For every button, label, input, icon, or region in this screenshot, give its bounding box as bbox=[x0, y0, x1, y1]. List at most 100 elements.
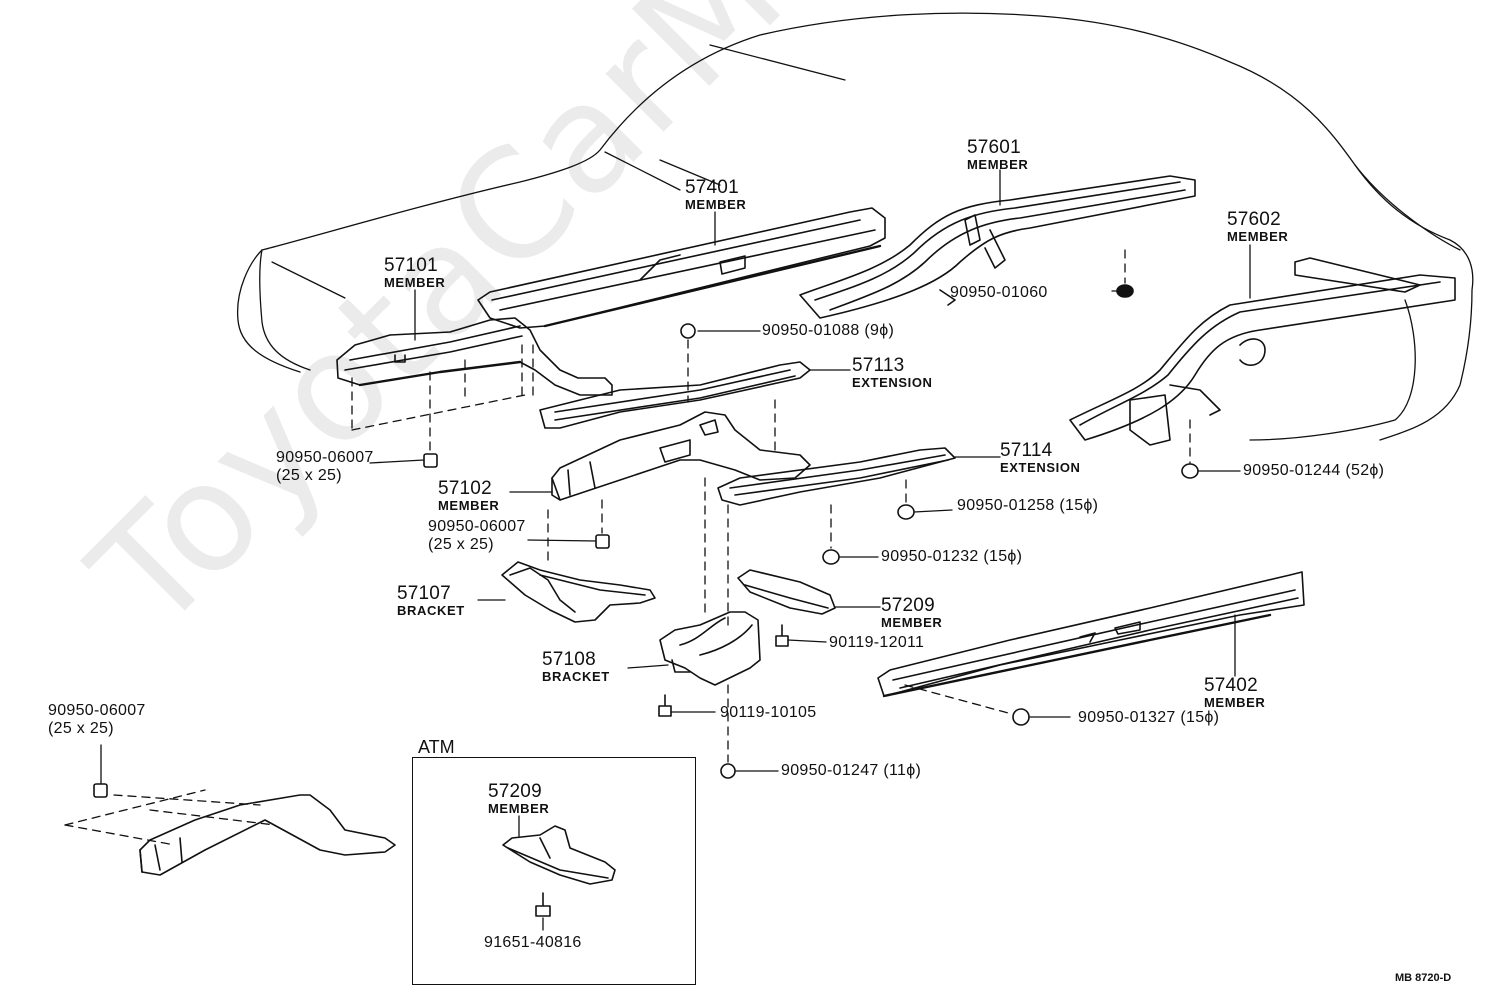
fastener-label-90950-01088: 90950-01088 (9ϕ) bbox=[762, 323, 894, 339]
fastener-part-number: 90119-10105 bbox=[720, 704, 817, 721]
part-label-57401: 57401 MEMBER bbox=[685, 178, 746, 211]
part-name: EXTENSION bbox=[852, 375, 933, 390]
fastener-label-90950-06007-c: 90950-06007 (25 x 25) bbox=[48, 702, 146, 737]
fastener-label-90950-01327: 90950-01327 (15ϕ) bbox=[1078, 710, 1219, 726]
fastener-size: (15ϕ) bbox=[1059, 497, 1099, 514]
atm-inset-title: ATM bbox=[418, 737, 455, 757]
part-label-57209: 57209 MEMBER bbox=[881, 596, 942, 629]
part-57401-drawing bbox=[477, 207, 886, 329]
part-name: MEMBER bbox=[881, 615, 943, 630]
fastener-part-number: 90950-01327 bbox=[1078, 709, 1176, 726]
part-57107-drawing bbox=[501, 561, 656, 623]
fastener-label-90950-06007-a: 90950-06007 (25 x 25) bbox=[276, 449, 374, 484]
part-57402-drawing bbox=[877, 571, 1305, 698]
part-number: 57101 bbox=[384, 255, 438, 276]
fastener-part-number: 90950-01258 bbox=[957, 497, 1055, 514]
fastener-part-number: 90950-06007 bbox=[48, 702, 146, 719]
part-name: MEMBER bbox=[1204, 695, 1266, 710]
grommet-icons bbox=[93, 284, 1199, 917]
fastener-label-90950-01258: 90950-01258 (15ϕ) bbox=[957, 498, 1098, 514]
part-lower-left-member-drawing bbox=[139, 794, 396, 876]
part-name: MEMBER bbox=[967, 157, 1029, 172]
fastener-size: (11ϕ) bbox=[883, 762, 922, 779]
part-name: MEMBER bbox=[685, 197, 747, 212]
grommet-icon bbox=[680, 323, 696, 339]
part-number: 57402 bbox=[1204, 675, 1258, 696]
bolt-icon bbox=[535, 892, 551, 917]
guide-lines-57101 bbox=[351, 344, 534, 456]
part-number: 57114 bbox=[1000, 440, 1053, 461]
part-name: MEMBER bbox=[1227, 229, 1289, 244]
part-label-57113: 57113 EXTENSION bbox=[852, 356, 933, 389]
fastener-part-number: 90950-01247 bbox=[781, 762, 879, 779]
plug-icon bbox=[897, 504, 915, 520]
part-57101-drawing bbox=[336, 317, 613, 396]
square-plug-icon bbox=[595, 534, 610, 549]
plug-icon bbox=[822, 549, 840, 565]
fastener-part-number: 90119-12011 bbox=[829, 634, 925, 651]
fastener-size: (25 x 25) bbox=[276, 466, 342, 484]
part-number: 57107 bbox=[397, 583, 451, 604]
fastener-part-number: 90950-01244 bbox=[1243, 462, 1341, 479]
fastener-size: (52ϕ) bbox=[1345, 462, 1385, 479]
fastener-label-90950-06007-b: 90950-06007 (25 x 25) bbox=[428, 518, 526, 553]
part-label-57114: 57114 EXTENSION bbox=[1000, 441, 1081, 474]
fastener-size: (25 x 25) bbox=[48, 719, 114, 737]
car-body-outline bbox=[236, 12, 1474, 441]
fastener-size: (25 x 25) bbox=[428, 535, 494, 553]
plug-icon bbox=[1116, 284, 1134, 298]
part-number: 57102 bbox=[438, 478, 492, 499]
part-number: 57601 bbox=[967, 137, 1021, 158]
part-number: 57108 bbox=[542, 649, 596, 670]
part-name: BRACKET bbox=[397, 603, 465, 618]
part-number: 57209 bbox=[488, 781, 542, 802]
part-label-57107: 57107 BRACKET bbox=[397, 584, 465, 617]
fastener-part-number: 90950-06007 bbox=[428, 518, 526, 535]
part-name: EXTENSION bbox=[1000, 460, 1081, 475]
fastener-size: (15ϕ) bbox=[1180, 709, 1220, 726]
fastener-part-number: 90950-06007 bbox=[276, 449, 374, 466]
fastener-label-90950-01247: 90950-01247 (11ϕ) bbox=[781, 763, 921, 779]
fastener-label-90950-01060: 90950-01060 bbox=[950, 285, 1048, 301]
square-plug-icon bbox=[93, 783, 108, 798]
part-57602-drawing bbox=[1069, 257, 1456, 446]
fastener-size: (9ϕ) bbox=[864, 322, 895, 339]
part-name: BRACKET bbox=[542, 669, 610, 684]
part-number: 57113 bbox=[852, 355, 905, 376]
fastener-label-90950-01232: 90950-01232 (15ϕ) bbox=[881, 549, 1022, 565]
part-label-57601: 57601 MEMBER bbox=[967, 138, 1028, 171]
part-57102-drawing bbox=[551, 411, 811, 501]
fastener-size: (15ϕ) bbox=[983, 548, 1023, 565]
bolt-icon bbox=[775, 624, 789, 647]
fastener-label-90119-12011: 90119-12011 bbox=[829, 635, 924, 651]
part-name: MEMBER bbox=[438, 498, 500, 513]
fastener-label-90950-01244: 90950-01244 (52ϕ) bbox=[1243, 463, 1384, 479]
atm-part-label-57209: 57209 MEMBER bbox=[488, 782, 549, 815]
part-57601-drawing bbox=[799, 175, 1196, 319]
square-plug-icon bbox=[423, 453, 438, 468]
part-label-57402: 57402 MEMBER bbox=[1204, 676, 1265, 709]
fastener-part-number: 90950-01088 bbox=[762, 322, 860, 339]
part-57114-drawing bbox=[717, 447, 956, 506]
part-number: 57602 bbox=[1227, 209, 1281, 230]
part-57209-drawing bbox=[737, 569, 836, 615]
part-name: MEMBER bbox=[488, 801, 550, 816]
part-name: MEMBER bbox=[384, 275, 446, 290]
plug-icon bbox=[1181, 463, 1199, 479]
fastener-label-90119-10105: 90119-10105 bbox=[720, 705, 816, 721]
bolt-icon bbox=[658, 694, 672, 717]
part-number: 57209 bbox=[881, 595, 935, 616]
atm-part-57209-drawing bbox=[502, 825, 616, 885]
part-label-57602: 57602 MEMBER bbox=[1227, 210, 1288, 243]
leader-lines bbox=[100, 159, 1251, 931]
part-57108-drawing bbox=[659, 611, 761, 686]
fastener-part-number: 90950-01232 bbox=[881, 548, 979, 565]
part-label-57101: 57101 MEMBER bbox=[384, 256, 445, 289]
fastener-part-number: 90950-01060 bbox=[950, 284, 1048, 301]
part-label-57108: 57108 BRACKET bbox=[542, 650, 610, 683]
guide-lines-lower-left bbox=[64, 789, 276, 846]
atm-fastener-label-91651-40816: 91651-40816 bbox=[484, 934, 582, 951]
grommet-icon bbox=[1012, 708, 1030, 726]
